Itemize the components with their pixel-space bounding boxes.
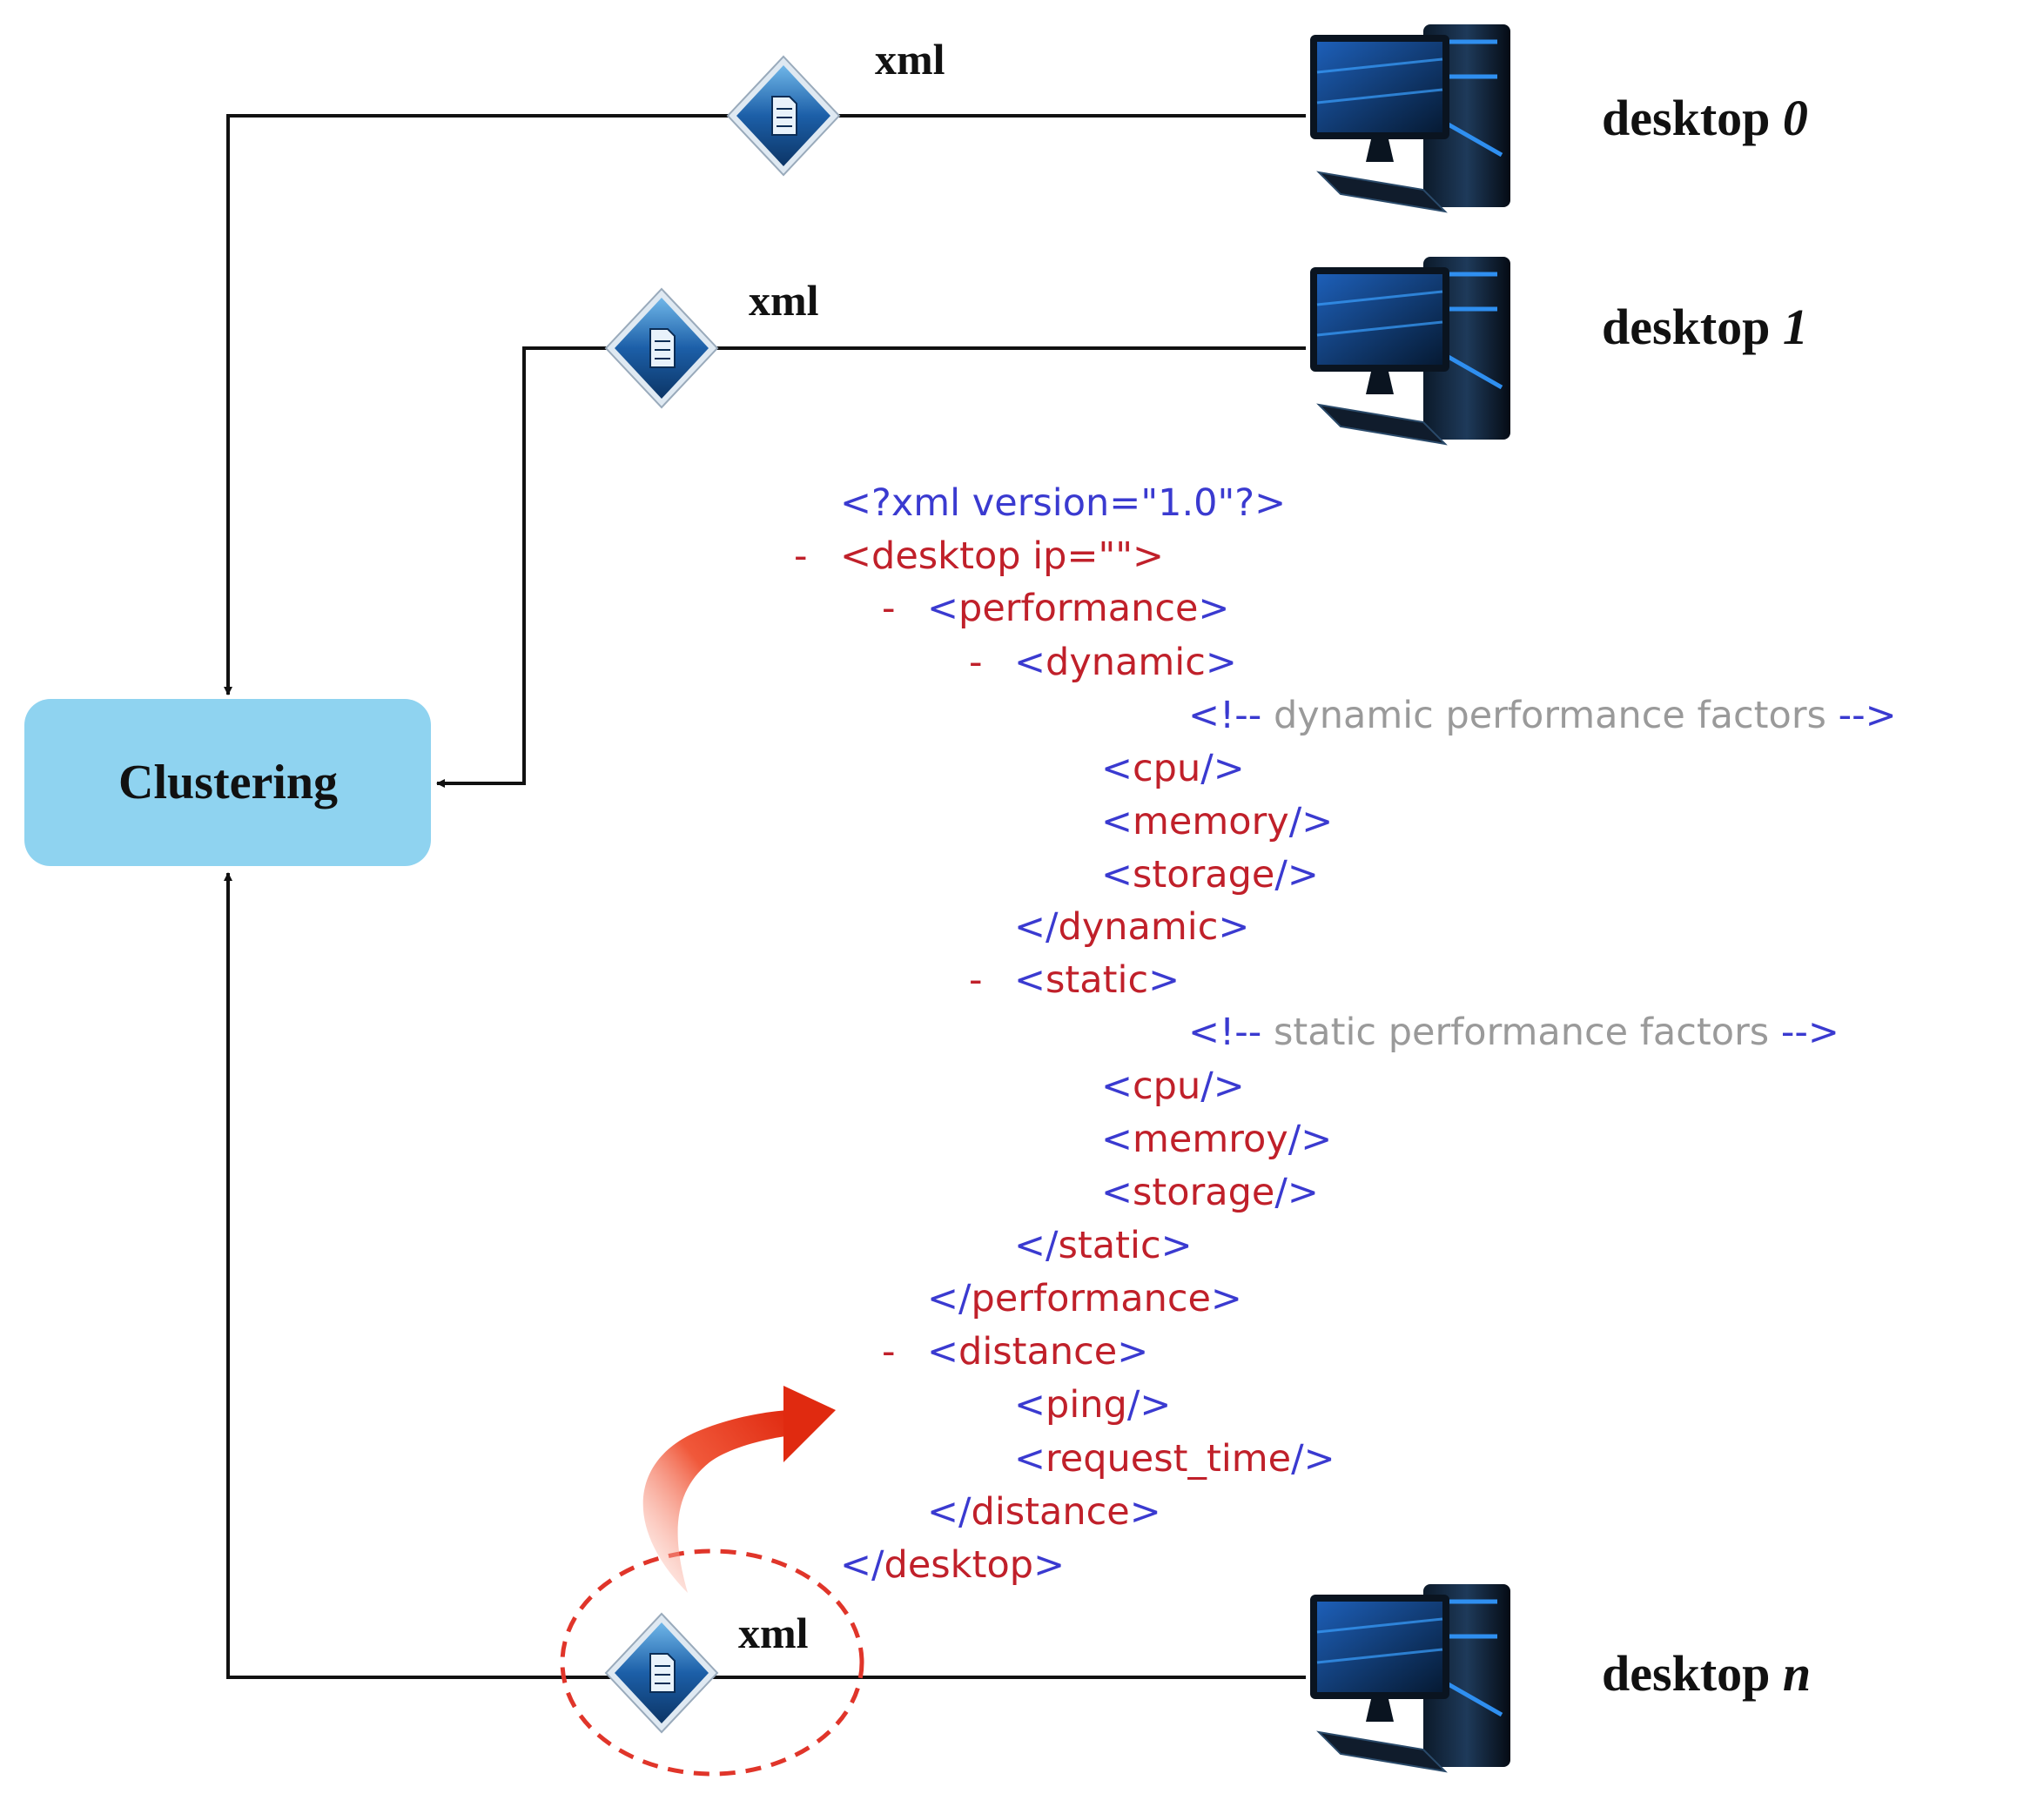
xml-static-storage: <storage/> [1101,1171,1319,1214]
xml-performance-close: </performance> [927,1277,1242,1320]
xml-distance-close: </distance> [927,1490,1161,1534]
desktop-computer-icon [1310,24,1510,213]
desktop-computer-icon [1310,257,1510,446]
xml-static-comment: <!-- static performance factors --> [1188,1011,1839,1054]
xml-distance-open: <distance> [927,1330,1148,1374]
collapse-marker: - [794,534,808,578]
xml-label-desktop-0: xml [875,35,945,84]
xml-dynamic-memory: <memory/> [1101,800,1333,843]
xml-desktop-open: <desktop ip=""> [840,534,1164,578]
xml-document-icon [604,287,719,409]
curved-arrow-icon [642,1386,836,1593]
xml-desktop-close: </desktop> [840,1543,1065,1587]
xml-dynamic-comment: <!-- dynamic performance factors --> [1188,694,1897,737]
desktop-label-1: desktop 1 [1602,299,1808,355]
desktop-computer-icon [1310,1584,1510,1773]
xml-dynamic-cpu: <cpu/> [1101,747,1245,790]
xml-static-close: </static> [1014,1224,1193,1267]
xml-dynamic-storage: <storage/> [1101,853,1319,897]
collapse-marker: - [882,1330,896,1374]
desktop-label-0: desktop 0 [1602,90,1808,146]
xml-distance-ping: <ping/> [1014,1383,1171,1427]
xml-static-memroy: <memroy/> [1101,1118,1332,1161]
xml-performance-open: <performance> [927,587,1229,630]
xml-label-desktop-n: xml [738,1609,809,1657]
collapse-marker: - [969,641,983,684]
xml-static-open: <static> [1014,958,1180,1002]
desktop-label-n: desktop n [1602,1645,1811,1702]
connector-desktop-n [224,872,1306,1679]
collapse-marker: - [882,587,896,630]
highlight-dashed-circle [560,1548,864,1777]
connector-desktop-1 [436,346,1306,788]
connector-desktop-0 [224,114,1306,695]
xml-listing: <?xml version="1.0"?> - <desktop ip=""> … [794,481,1897,1587]
xml-document-icon [604,1612,719,1734]
xml-document-icon [726,55,841,177]
xml-static-cpu: <cpu/> [1101,1065,1245,1108]
xml-dynamic-open: <dynamic> [1014,641,1237,684]
xml-distance-request-time: <request_time/> [1014,1437,1335,1481]
xml-label-desktop-1: xml [749,276,819,325]
xml-decl: <?xml version="1.0"?> [840,481,1286,525]
clustering-node: Clustering [24,699,431,866]
clustering-label: Clustering [118,756,338,809]
collapse-marker: - [969,958,983,1002]
xml-dynamic-close: </dynamic> [1014,905,1249,949]
